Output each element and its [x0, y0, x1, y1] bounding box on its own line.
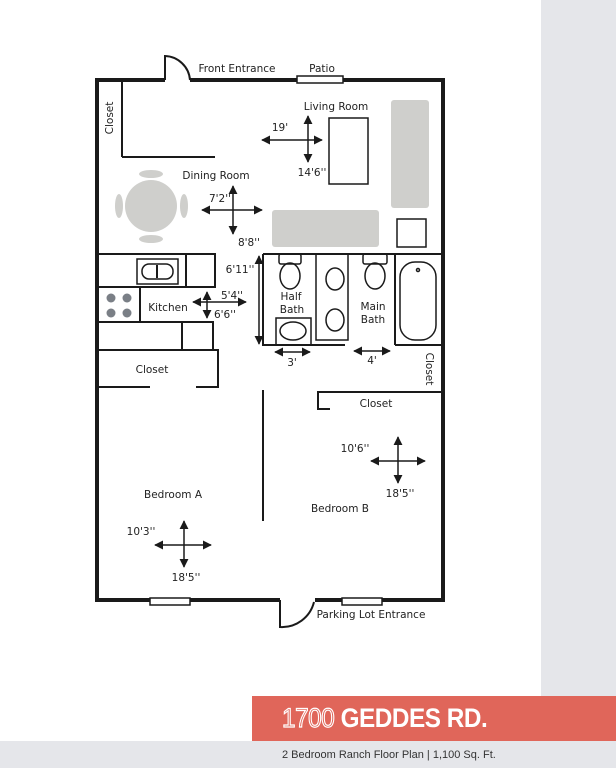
bedroom-b-closet-label: Closet	[360, 398, 393, 410]
end-table	[396, 218, 427, 248]
property-title: 1700 GEDDES RD.	[281, 702, 488, 734]
kitchen-closet-label: Closet	[136, 364, 169, 376]
half-bath-width: 3'	[287, 357, 297, 369]
footer-strip	[0, 741, 616, 768]
main-bath-label-1: Main	[360, 301, 385, 313]
sofa	[391, 100, 429, 208]
patio-label: Patio	[309, 63, 335, 75]
parking-lot-entrance-label: Parking Lot Entrance	[317, 609, 426, 621]
bedroom-a-length: 18'5''	[172, 572, 201, 584]
kitchen-closet-walls	[97, 349, 219, 388]
dining-table	[115, 170, 188, 243]
bedroom-b-width: 10'6''	[341, 443, 370, 455]
vanity	[315, 253, 349, 341]
main-bath-toilet	[362, 253, 388, 290]
dining-length: 8'8''	[238, 237, 260, 249]
living-room-label: Living Room	[304, 101, 368, 113]
coffee-table	[328, 117, 369, 185]
dining-width: 7'2''	[209, 193, 231, 205]
kitchen-length: 6'6''	[214, 309, 236, 321]
front-door	[164, 54, 191, 81]
hall-closet-label: Closet	[423, 353, 435, 386]
entry-closet-label: Closet	[104, 102, 116, 135]
side-panel	[541, 0, 616, 768]
main-bath-width: 4'	[367, 355, 377, 367]
patio-window	[296, 75, 344, 84]
bathtub	[399, 261, 437, 341]
half-bath-sink	[275, 317, 312, 346]
living-length: 14'6''	[298, 167, 327, 179]
kitchen-sink	[136, 258, 179, 285]
bedroom-b-length: 18'5''	[386, 488, 415, 500]
couch	[272, 210, 379, 247]
kitchen-width: 5'4''	[221, 290, 243, 302]
entry-closet-wall	[121, 80, 215, 158]
bedroom-b-closet-wall	[317, 391, 443, 410]
stove-icon	[106, 293, 132, 318]
bath-walls	[262, 253, 443, 346]
front-entrance-label: Front Entrance	[199, 63, 276, 75]
dining-room-label: Dining Room	[182, 170, 249, 182]
title-street: GEDDES RD.	[340, 703, 488, 733]
title-number: 1700	[281, 702, 335, 733]
living-width: 19'	[272, 122, 288, 134]
half-bath-label-2: Bath	[280, 304, 304, 316]
parking-lot-door	[279, 600, 315, 629]
half-bath-length: 6'11''	[226, 264, 255, 276]
title-banner	[252, 696, 616, 741]
half-bath-toilet	[278, 253, 302, 290]
bedroom-a-window	[149, 597, 191, 606]
bedroom-b-window	[341, 597, 383, 606]
main-bath-label-2: Bath	[361, 314, 385, 326]
half-bath-label-1: Half	[281, 291, 302, 303]
bedroom-a-label: Bedroom A	[144, 489, 203, 501]
kitchen-label: Kitchen	[148, 302, 187, 314]
floor-plan-subtitle: 2 Bedroom Ranch Floor Plan | 1,100 Sq. F…	[282, 749, 496, 761]
bedroom-b-label: Bedroom B	[311, 503, 369, 515]
bedroom-a-width: 10'3''	[127, 526, 156, 538]
